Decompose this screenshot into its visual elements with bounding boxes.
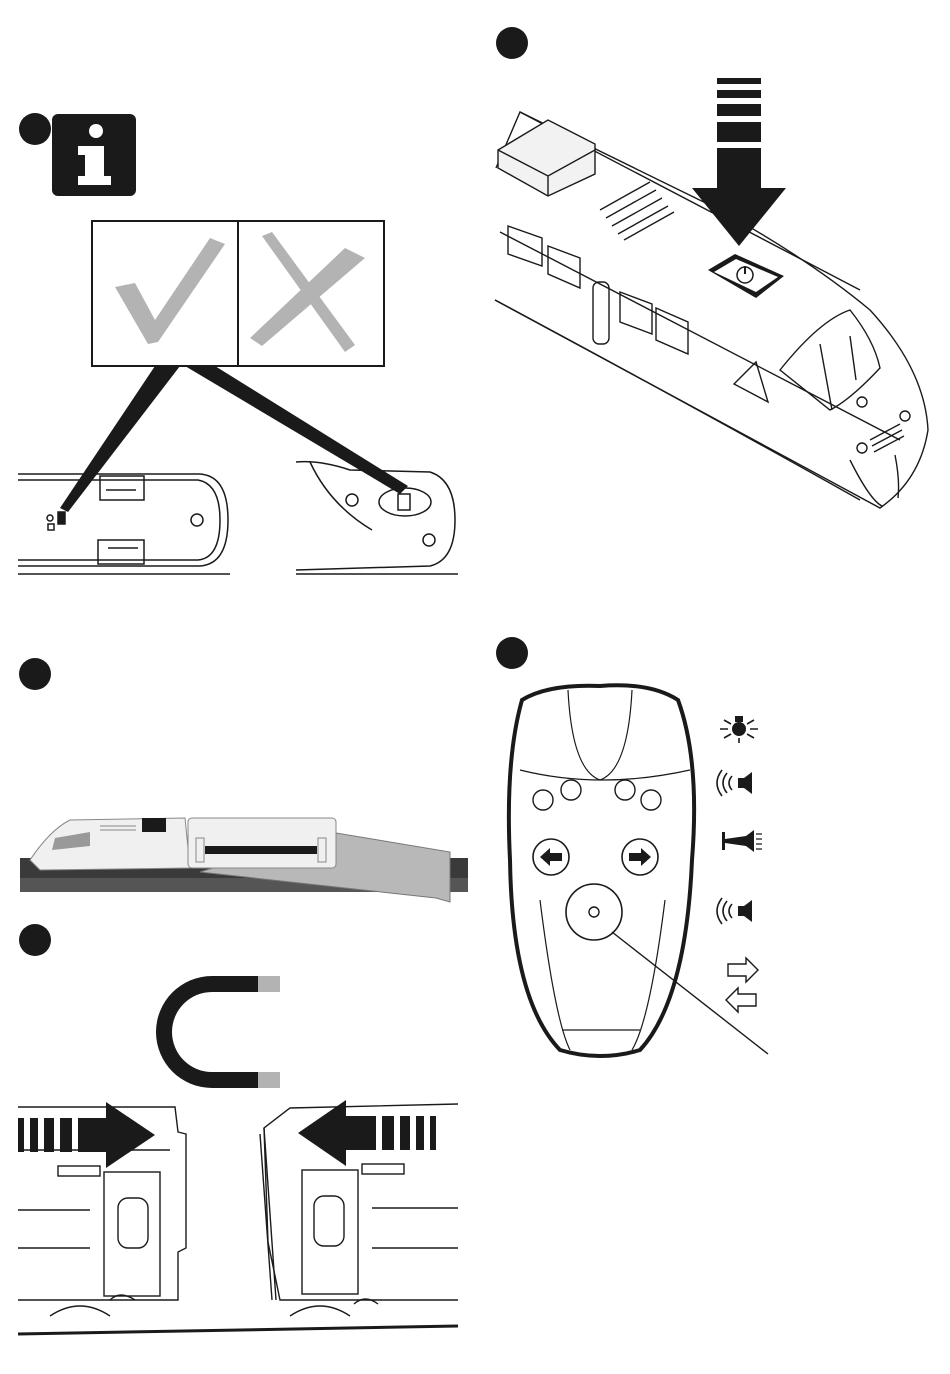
train-power-view xyxy=(495,112,928,508)
left-arrow-icon xyxy=(298,1100,436,1166)
rail xyxy=(18,1326,458,1334)
sound-icon xyxy=(716,766,762,800)
magnet-icon xyxy=(156,976,280,1088)
remote-control-icon xyxy=(509,685,694,1056)
power-button-icon xyxy=(708,254,784,298)
light-icon xyxy=(716,710,762,744)
sound-icon xyxy=(716,894,762,928)
horn-icon xyxy=(716,824,762,858)
magnet-panel xyxy=(0,960,475,1374)
power-panel xyxy=(475,0,950,600)
ramp-panel xyxy=(0,780,475,910)
info-panel xyxy=(0,0,475,600)
train-underside-left xyxy=(18,474,230,574)
right-arrow-icon xyxy=(18,1102,155,1168)
remote-arrow-buttons xyxy=(540,848,651,866)
remote-panel xyxy=(475,660,950,1080)
step-marker-magnet xyxy=(19,924,51,956)
train-on-ramp-illustration xyxy=(30,818,336,870)
info-icon xyxy=(52,114,136,196)
step-marker-ramp xyxy=(19,658,51,690)
forward-reverse-icon xyxy=(716,956,762,1014)
